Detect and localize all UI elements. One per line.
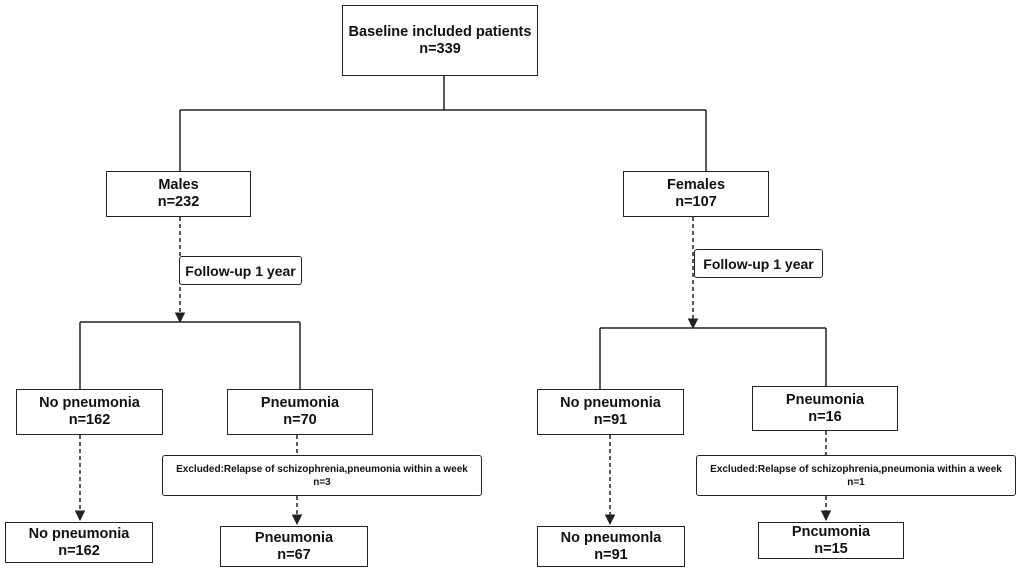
males-excluded-box: Excluded:Relapse of schizophrenia,pneumo…	[162, 455, 482, 496]
males-pneumonia-title: Pneumonia	[260, 395, 340, 411]
males-title: Males	[158, 177, 199, 193]
females-final-pneumonia-box: Pncumonia n=15	[758, 522, 904, 559]
females-pneumonia-title: Pneumonia	[785, 391, 865, 408]
females-count: n=107	[675, 194, 717, 210]
females-final-pneumonia-count: n=15	[814, 540, 848, 557]
males-pneumonia-count: n=70	[283, 412, 317, 428]
males-final-pneumonia-title: Pneumonia	[254, 529, 334, 546]
males-no-pneumonia-box: No pneumonia n=162	[16, 389, 163, 435]
males-box: Males n=232	[106, 171, 251, 217]
root-title: Baseline included patients	[348, 23, 532, 40]
females-pneumonia-box: Pneumonia n=16	[752, 386, 898, 431]
males-followup-label: Follow-up 1 year	[179, 256, 302, 285]
females-pneumonia-count: n=16	[808, 408, 842, 425]
males-no-pneumonia-count: n=162	[68, 412, 111, 428]
root-box: Baseline included patients n=339	[342, 5, 538, 76]
males-excluded-text: Excluded:Relapse of schizophrenia,pneumo…	[176, 463, 468, 475]
females-excluded-box: Excluded:Relapse of schizophrenia,pneumo…	[696, 455, 1016, 496]
females-excluded-count: n=1	[847, 476, 865, 488]
females-no-pneumonia-title: No pneumonia	[560, 395, 661, 411]
males-final-no-pneumonia-box: No pneumonia n=162	[5, 522, 153, 563]
males-final-pneumonia-box: Pneumonia n=67	[220, 526, 368, 567]
males-pneumonia-box: Pneumonia n=70	[227, 389, 373, 435]
females-final-pneumonia-title: Pncumonia	[791, 523, 871, 540]
females-final-no-pneumonia-title: No pneumonla	[560, 529, 662, 546]
females-excluded-text: Excluded:Relapse of schizophrenia,pneumo…	[710, 463, 1002, 475]
females-final-no-pneumonia-count: n=91	[594, 546, 628, 563]
root-count: n=339	[419, 40, 461, 57]
males-final-pneumonia-count: n=67	[277, 546, 311, 563]
males-final-no-pneumonia-count: n=162	[58, 542, 100, 559]
females-box: Females n=107	[623, 171, 769, 217]
females-no-pneumonia-box: No pneumonia n=91	[537, 389, 684, 435]
males-count: n=232	[157, 194, 200, 210]
males-excluded-count: n=3	[313, 476, 331, 488]
females-title: Females	[666, 177, 726, 193]
males-no-pneumonia-title: No pneumonia	[39, 395, 140, 411]
females-followup-label: Follow-up 1 year	[694, 249, 823, 278]
females-no-pneumonia-count: n=91	[593, 412, 628, 428]
females-final-no-pneumonia-box: No pneumonla n=91	[537, 526, 685, 567]
males-final-no-pneumonia-title: No pneumonia	[28, 525, 130, 542]
